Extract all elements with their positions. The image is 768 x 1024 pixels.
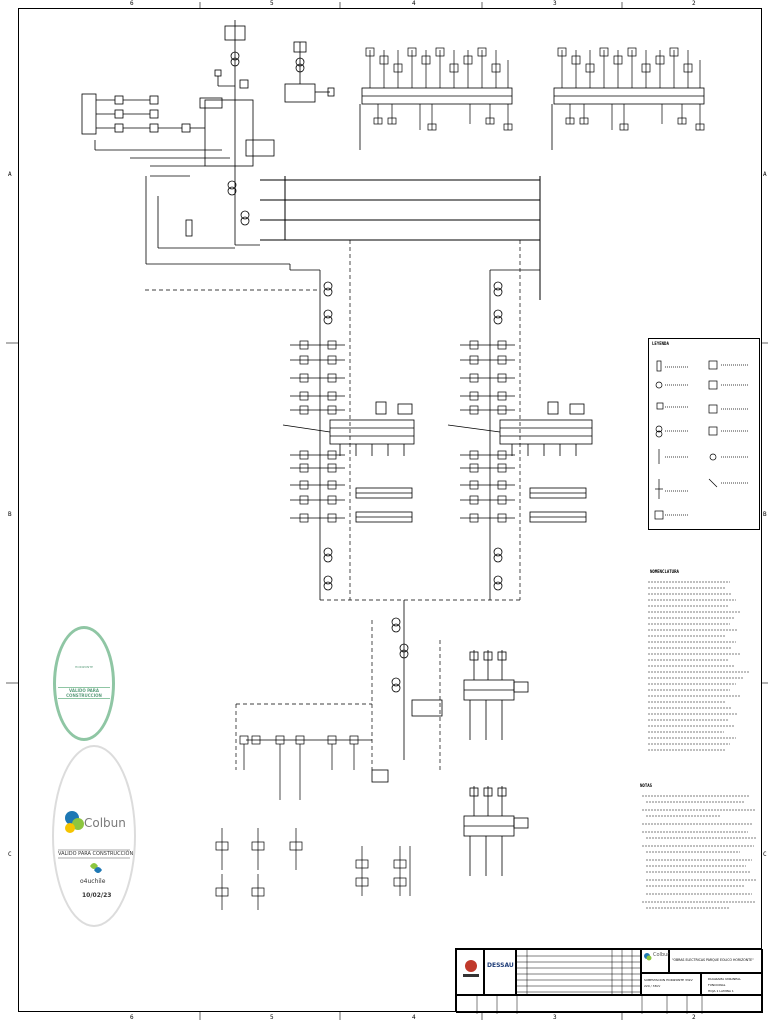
zone-col-label: 5 — [270, 0, 274, 7]
colbun-brand-text: Colbun — [84, 816, 126, 830]
feeder-group-right — [447, 269, 593, 600]
owner-name: Colbun — [653, 952, 671, 958]
abbreviation-lines — [648, 581, 750, 751]
switchboard-panel-a — [359, 47, 513, 150]
feeder-group-left — [282, 264, 415, 600]
drawing-title-1: SUBESTACION HORIZONTE 33kV — [644, 978, 693, 982]
zone-row-label: C — [8, 851, 12, 858]
abbreviation-list: NOMENCLATURA — [640, 570, 760, 770]
cabinet-group-lower — [463, 786, 529, 876]
notes-title: NOTAS — [640, 783, 653, 788]
drawing-title-cell: SUBESTACION HORIZONTE 33kV 220 / 33kV — [641, 973, 701, 995]
drawing-title-2: 220 / 33kV — [644, 984, 661, 988]
mv-busbars — [260, 176, 541, 300]
approval-stamp-colbun: Colbun VALIDO PARA CONSTRUCCIÓN o4uchile… — [50, 742, 138, 930]
drawing-number-strip — [456, 995, 763, 1014]
zone-col-label: 4 — [412, 1014, 416, 1021]
project-name-cell: "OBRAS ELECTRICAS PARQUE EOLICO HORIZONT… — [669, 949, 763, 973]
abbreviation-title: NOMENCLATURA — [650, 569, 679, 574]
aux-transformer-top — [284, 41, 335, 103]
drawing-type-2: FUNCIONAL — [708, 983, 726, 987]
drawing-type-3: HOJA 1 LAMINA 1 — [708, 989, 734, 993]
project-name: "OBRAS ELECTRICAS PARQUE EOLICO HORIZONT… — [672, 958, 754, 962]
title-block: DESSAU Colbun "OBRAS ELECTRICAS PARQUE E… — [455, 948, 763, 1014]
zone-col-label: 2 — [692, 0, 696, 7]
zone-col-label: 2 — [692, 1014, 696, 1021]
zone-row-label: B — [763, 511, 767, 518]
zone-ticks — [6, 2, 768, 1020]
legend-panel: LEYENDA — [648, 338, 760, 530]
drawing-frame — [18, 8, 762, 1012]
notes-lines — [642, 795, 756, 909]
zone-row-label: C — [763, 851, 767, 858]
consultant-cell: DESSAU — [484, 949, 516, 995]
legend-title: LEYENDA — [652, 341, 669, 346]
zone-col-label: 6 — [130, 0, 134, 7]
zone-row-label: B — [8, 511, 12, 518]
revision-table — [516, 949, 642, 996]
drawing-type-cell: DIAGRAMA UNILINEAL FUNCIONAL HOJA 1 LAMI… — [701, 973, 763, 995]
detail-sketches — [215, 828, 411, 910]
notes-block: NOTAS — [640, 784, 760, 914]
switchboard-panel-b — [551, 47, 705, 150]
stamp-date: 10/02/23 — [82, 892, 112, 899]
left-protection-branches — [81, 93, 290, 265]
consultant-name: DESSAU — [487, 962, 514, 969]
cabinet-group-upper — [463, 650, 529, 740]
zone-col-label: 4 — [412, 0, 416, 7]
dashed-control-links — [145, 240, 521, 770]
seal-valid-text: VALIDO PARA CONSTRUCCION — [58, 687, 110, 699]
zone-col-label: 5 — [270, 1014, 274, 1021]
approval-seal-horizonte: HORIZONTE VALIDO PARA CONSTRUCCION — [53, 626, 115, 741]
legend-symbols — [654, 360, 749, 520]
zone-row-label: A — [763, 171, 767, 178]
colbun-stamp-ring — [52, 745, 136, 927]
owner-logo-cell: Colbun — [641, 949, 671, 973]
zone-row-label: A — [8, 171, 12, 178]
partner-text: o4uchile — [80, 878, 106, 885]
zone-col-label: 6 — [130, 1014, 134, 1021]
zone-col-label: 3 — [553, 1014, 557, 1021]
zone-col-label: 3 — [553, 0, 557, 7]
drawing-type-1: DIAGRAMA UNILINEAL — [708, 977, 741, 981]
client-logo-cell — [456, 949, 484, 995]
owner-logo-icon — [644, 953, 652, 961]
colbun-valid-text: VALIDO PARA CONSTRUCCIÓN — [58, 851, 134, 857]
client-logo-icon — [463, 960, 479, 977]
number-strip-lines — [476, 996, 703, 1014]
hv-incoming — [199, 20, 260, 246]
seal-top-text: HORIZONTE — [75, 665, 93, 669]
lower-feeder-group — [239, 600, 443, 800]
revision-lines — [517, 950, 642, 996]
